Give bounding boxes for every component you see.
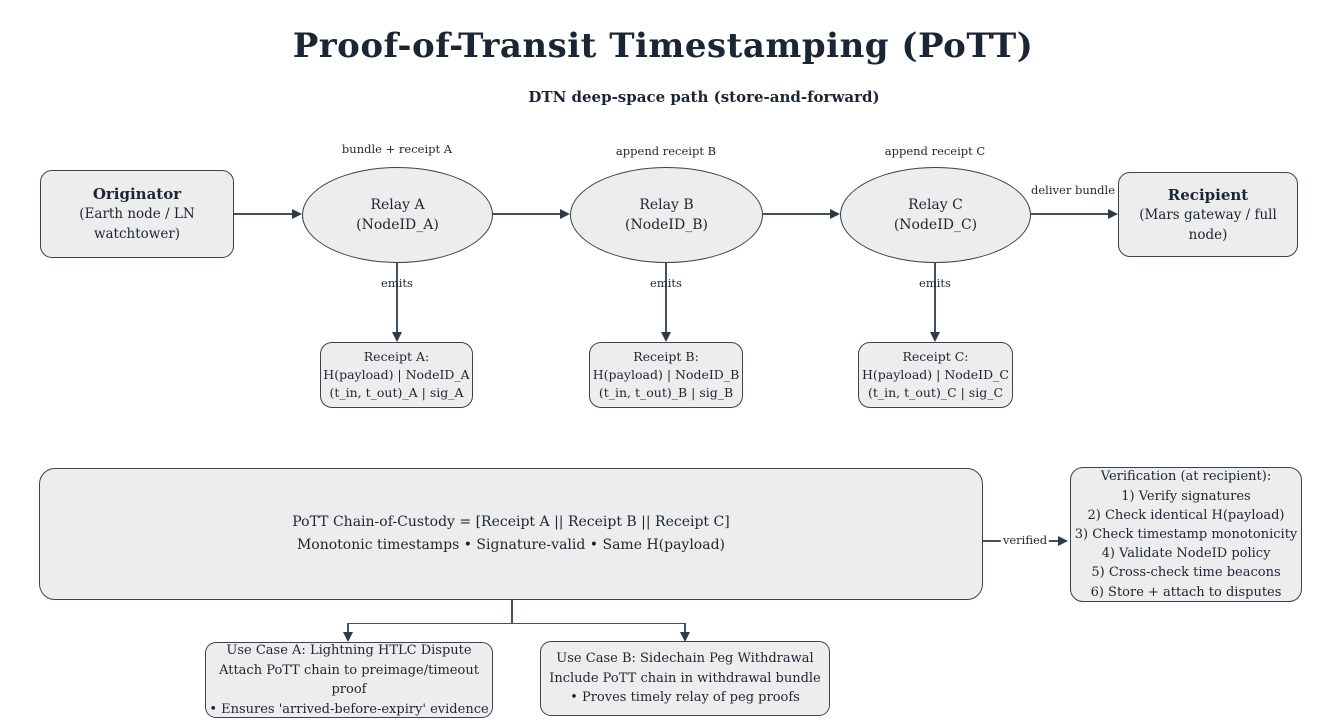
branch-stub-line [511, 600, 513, 624]
use-case-a-box: Use Case A: Lightning HTLC Dispute Attac… [205, 642, 493, 718]
edge-label-deliver-bundle: deliver bundle [1031, 183, 1115, 197]
edge-relay-c-emits-line [934, 263, 936, 333]
verification-title: Verification (at recipient): [1100, 469, 1272, 485]
receipt-b-line1: H(payload) | NodeID_B [592, 367, 740, 382]
receipt-b-title: Receipt B: [633, 349, 699, 364]
edge-relay-c-recipient-arrowhead [1108, 209, 1118, 219]
recipient-detail: (Mars gateway / full node) [1139, 206, 1277, 243]
edge-label-emits-b: emits [650, 276, 682, 290]
edge-relay-c-recipient-line [1031, 213, 1110, 215]
edge-relay-c-emits-arrowhead [930, 332, 940, 342]
edge-label-emits-a: emits [381, 276, 413, 290]
receipt-c-box: Receipt C: H(payload) | NodeID_C (t_in, … [858, 342, 1013, 408]
edge-originator-relay-a-line [234, 213, 294, 215]
use-case-b-box: Use Case B: Sidechain Peg Withdrawal Inc… [540, 641, 830, 716]
branch-left-line [347, 623, 349, 634]
use-case-a-line3: • Ensures 'arrived-before-expiry' eviden… [209, 701, 489, 717]
edge-relay-b-relay-c-arrowhead [830, 209, 840, 219]
receipt-b-line2: (t_in, t_out)_B | sig_B [598, 385, 734, 400]
verification-step-4: 4) Validate NodeID policy [1101, 546, 1271, 562]
receipt-a-box: Receipt A: H(payload) | NodeID_A (t_in, … [320, 342, 473, 408]
receipt-c-line1: H(payload) | NodeID_C [862, 367, 1009, 382]
branch-left-arrowhead [343, 632, 353, 642]
chain-line2: Monotonic timestamps • Signature-valid •… [296, 537, 726, 553]
edge-label-bundle-receipt-a: bundle + receipt A [341, 142, 453, 156]
edge-label-emits-c: emits [919, 276, 951, 290]
edge-originator-relay-a-arrowhead [292, 209, 302, 219]
edge-relay-a-emits-arrowhead [392, 332, 402, 342]
diagram-subtitle: DTN deep-space path (store-and-forward) [528, 88, 880, 106]
verification-step-6: 6) Store + attach to disputes [1090, 584, 1282, 600]
relay-c-name: Relay C [908, 197, 963, 213]
branch-horizontal-line [347, 622, 686, 624]
node-relay-b: Relay B (NodeID_B) [570, 167, 763, 263]
receipt-b-box: Receipt B: H(payload) | NodeID_B (t_in, … [589, 342, 743, 408]
diagram-title: Proof-of-Transit Timestamping (PoTT) [292, 26, 1034, 66]
receipt-a-line1: H(payload) | NodeID_A [323, 367, 470, 382]
use-case-a-line1: Use Case A: Lightning HTLC Dispute [226, 643, 472, 658]
receipt-c-line2: (t_in, t_out)_C | sig_C [867, 385, 1004, 400]
receipt-a-line2: (t_in, t_out)_A | sig_A [329, 385, 464, 400]
branch-right-line [684, 623, 686, 634]
relay-c-detail: (NodeID_C) [893, 217, 978, 233]
recipient-name: Recipient [1167, 185, 1249, 204]
relay-b-detail: (NodeID_B) [625, 217, 708, 233]
verification-step-1: 1) Verify signatures [1121, 488, 1251, 504]
edge-relay-b-relay-c-line [763, 213, 832, 215]
use-case-a-line2: Attach PoTT chain to preimage/timeout pr… [219, 662, 479, 698]
chain-line1: PoTT Chain-of-Custody = [Receipt A || Re… [292, 514, 730, 530]
edge-relay-b-emits-arrowhead [661, 332, 671, 342]
use-case-b-line1: Use Case B: Sidechain Peg Withdrawal [556, 651, 814, 667]
edge-label-append-receipt-c: append receipt C [884, 144, 986, 158]
verification-step-3: 3) Check timestamp monotonicity [1074, 526, 1298, 542]
node-relay-c: Relay C (NodeID_C) [840, 167, 1031, 263]
edge-relay-a-relay-b-arrowhead [560, 209, 570, 219]
edge-verified-arrowhead [1058, 536, 1068, 546]
edge-relay-a-emits-line [396, 263, 398, 333]
edge-relay-b-emits-line [665, 263, 667, 333]
originator-name: Originator [92, 185, 182, 203]
verification-box: Verification (at recipient): 1) Verify s… [1070, 467, 1302, 602]
edge-label-verified: verified [1000, 533, 1050, 547]
receipt-c-title: Receipt C: [902, 349, 969, 364]
use-case-b-line3: • Proves timely relay of peg proofs [570, 690, 800, 706]
receipt-a-title: Receipt A: [363, 349, 430, 364]
edge-relay-a-relay-b-line [493, 213, 562, 215]
use-case-b-line2: Include PoTT chain in withdrawal bundle [549, 670, 821, 686]
relay-a-name: Relay A [370, 197, 425, 213]
chain-of-custody-box: PoTT Chain-of-Custody = [Receipt A || Re… [39, 468, 983, 600]
node-relay-a: Relay A (NodeID_A) [302, 167, 493, 263]
relay-a-detail: (NodeID_A) [356, 217, 439, 233]
node-recipient: Recipient (Mars gateway / full node) [1118, 172, 1298, 257]
relay-b-name: Relay B [639, 197, 694, 213]
node-originator: Originator (Earth node / LN watchtower) [40, 170, 234, 258]
branch-right-arrowhead [680, 632, 690, 642]
edge-label-append-receipt-b: append receipt B [615, 144, 717, 158]
verification-step-5: 5) Cross-check time beacons [1091, 565, 1281, 581]
originator-detail: (Earth node / LN watchtower) [79, 206, 195, 242]
verification-step-2: 2) Check identical H(payload) [1087, 507, 1285, 523]
